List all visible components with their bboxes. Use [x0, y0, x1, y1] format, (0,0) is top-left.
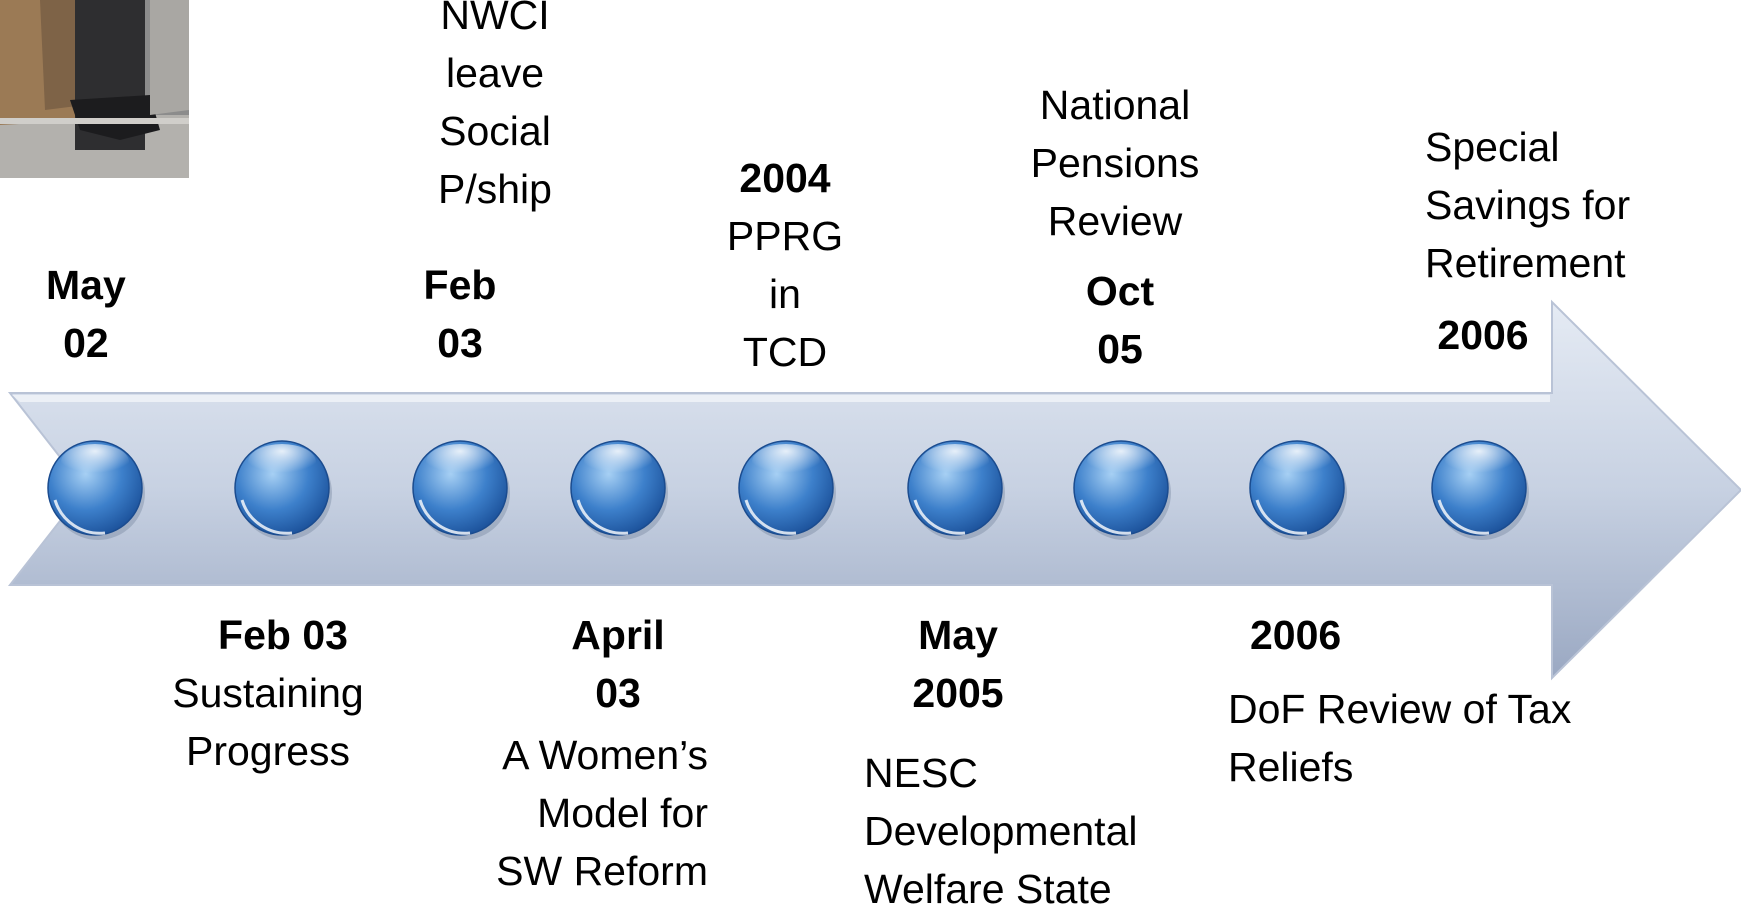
- top-date-label-5: 2006: [1428, 306, 1538, 364]
- top-date-5: 2006: [1437, 312, 1529, 358]
- timeline-dot-8: [1249, 440, 1347, 540]
- top-date-3: 2004: [739, 155, 831, 201]
- timeline-dot-7: [1073, 440, 1171, 540]
- timeline-dot-5: [738, 440, 836, 540]
- timeline-dot-4: [570, 440, 668, 540]
- bottom-date-4: 2006: [1250, 612, 1342, 658]
- bottom-date-label-4: 2006: [1250, 606, 1341, 664]
- timeline-dot-6: [907, 440, 1005, 540]
- timeline-dot-2: [234, 440, 332, 540]
- people-photo: [0, 0, 189, 178]
- bottom-date-1: Feb 03: [218, 612, 348, 658]
- timeline-dot-3: [412, 440, 510, 540]
- timeline-dot-9: [1431, 440, 1529, 540]
- timeline-dot-1: [47, 440, 145, 540]
